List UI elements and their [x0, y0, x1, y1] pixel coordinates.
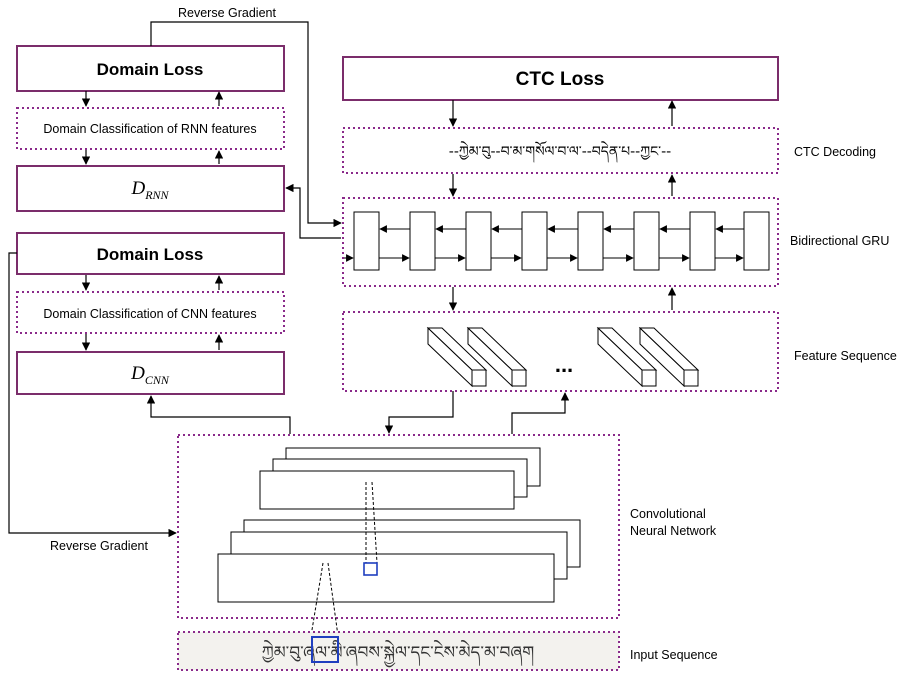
gru-cell	[465, 211, 492, 271]
feature-ellipsis: ...	[555, 352, 573, 377]
feature-column	[426, 326, 488, 388]
input-sequence-box	[177, 631, 620, 671]
domain-classification-rnn-label: Domain Classification of RNN features	[43, 122, 256, 136]
domain-loss-cnn-box	[16, 232, 285, 275]
domain-loss-rnn-label: Domain Loss	[97, 60, 204, 79]
gru-cell	[409, 211, 436, 271]
receptive-field-line-upper-right	[371, 481, 378, 564]
cnn-patch-marker	[363, 562, 378, 576]
input-patch-marker	[311, 636, 339, 663]
gru-cell	[577, 211, 604, 271]
d-rnn-box	[16, 165, 285, 212]
bidirectional-gru-label: Bidirectional GRU	[790, 234, 889, 248]
reverse-gradient-bottom-label: Reverse Gradient	[50, 539, 148, 553]
ctc-decoded-text: --ཀྱེམ་བུ--བ་མ་གསོལ་བ་ལ་--བདེན་པ--ཀྱང་--	[449, 140, 671, 163]
receptive-field-line-lower-left	[310, 562, 324, 637]
d-rnn-label: DRNN	[130, 178, 169, 202]
cnn-label-line2: Neural Network	[630, 524, 717, 538]
domain-loss-cnn-label: Domain Loss	[97, 245, 204, 264]
cnn-box	[177, 434, 620, 619]
domain-loss-rnn-box	[16, 45, 285, 92]
receptive-field-line-lower-right	[327, 562, 339, 637]
feature-sequence-box	[342, 311, 779, 392]
feature-sequence-label: Feature Sequence	[794, 349, 897, 363]
domain-classification-cnn-label: Domain Classification of CNN features	[43, 307, 256, 321]
d-cnn-label: DCNN	[130, 363, 170, 387]
gru-cells	[344, 211, 770, 271]
reverse-gradient-bottom-path	[8, 252, 177, 538]
gru-cell	[633, 211, 660, 271]
gru-cell	[689, 211, 716, 271]
feature-column	[638, 326, 700, 388]
cnn-feature-maps-lower	[217, 519, 581, 603]
d-cnn-box	[16, 351, 285, 395]
ctc-decoding-label: CTC Decoding	[794, 145, 876, 159]
reverse-gradient-top-path	[150, 21, 342, 228]
reverse-gradient-top-label: Reverse Gradient	[178, 6, 276, 20]
domain-classification-rnn-box	[16, 107, 285, 150]
ctc-loss-label: CTC Loss	[516, 69, 605, 90]
feature-column	[596, 326, 658, 388]
cnn-feature-maps-upper	[259, 447, 541, 510]
arrow-feature-to-cnn	[384, 391, 454, 434]
cnn-label-line1: Convolutional	[630, 507, 706, 521]
gru-cell	[743, 211, 770, 271]
feature-column	[466, 326, 528, 388]
gru-cell	[353, 211, 380, 271]
feature-columns	[426, 326, 700, 388]
gru-cell	[521, 211, 548, 271]
arrow-gru-to-drnn	[285, 183, 341, 239]
arrow-cnn-to-dcnn	[146, 395, 291, 434]
domain-classification-cnn-box	[16, 291, 285, 334]
ctc-loss-box	[342, 56, 779, 101]
arrow-cnn-to-feature	[511, 392, 570, 434]
bidirectional-gru-box	[342, 197, 779, 287]
input-sequence-label: Input Sequence	[630, 648, 718, 662]
